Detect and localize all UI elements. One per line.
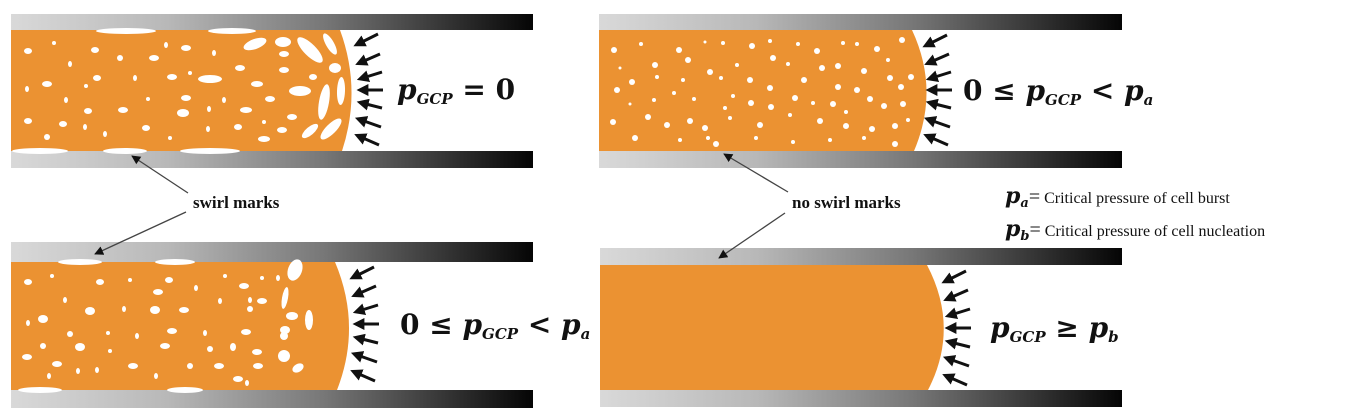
melt-front	[11, 262, 350, 390]
equation-top-right: 0 ≤ pGCP < pa	[963, 77, 1153, 108]
pressure-arrows	[349, 265, 379, 383]
pipe-wall-top	[600, 248, 1122, 265]
eq-rhs: 0	[495, 73, 516, 106]
bubbles	[610, 37, 914, 147]
panel-bottom-left	[11, 242, 533, 408]
eq-lhs: p	[397, 73, 417, 106]
legend-text: Critical pressure of cell burst	[1040, 190, 1230, 207]
eq-rhs: p	[1124, 74, 1144, 107]
eq-lhs-sub: GCP	[482, 325, 519, 343]
legend-text: Critical pressure of cell nucleation	[1040, 223, 1266, 240]
legend-pb: pb= Critical pressure of cell nucleation	[1005, 216, 1265, 244]
melt-front	[599, 30, 927, 151]
swirl-marks	[18, 259, 203, 393]
bubbles	[24, 33, 346, 142]
eq-op: ≥	[1055, 311, 1079, 344]
equation-top-left: pGCP = 0	[397, 76, 515, 107]
eq-prefix: 0 ≤	[400, 308, 463, 341]
equation-bottom-right: pGCP ≥ pb	[990, 314, 1119, 345]
pressure-arrows	[922, 33, 952, 147]
leader-arrows-swirl	[94, 155, 189, 255]
legend-symbol: pb	[1005, 216, 1030, 244]
eq-lhs: p	[990, 311, 1010, 344]
pipe-wall-bottom	[600, 390, 1122, 407]
eq-lhs: p	[1025, 74, 1046, 107]
melt-front	[600, 265, 944, 390]
pipe-wall-bottom	[11, 151, 533, 168]
eq-op: <	[1090, 74, 1115, 107]
pipe-wall-bottom	[599, 151, 1122, 168]
panel-bottom-right	[600, 248, 1122, 407]
legend-eq: =	[1028, 186, 1041, 208]
eq-rhs: p	[1088, 311, 1109, 344]
panel-top-left	[11, 14, 533, 168]
eq-op: =	[462, 73, 486, 106]
pipe-wall-bottom	[11, 390, 533, 408]
eq-lhs-sub: GCP	[416, 90, 453, 108]
leader-arrows-no-swirl	[718, 153, 789, 259]
pipe-wall-top	[11, 14, 533, 30]
eq-lhs: p	[462, 308, 483, 341]
melt-front	[11, 30, 352, 151]
eq-rhs: p	[561, 308, 581, 341]
legend-eq: =	[1029, 219, 1041, 241]
pipe-wall-top	[599, 14, 1122, 30]
pressure-arrows	[941, 269, 971, 387]
bubbles	[22, 259, 313, 386]
panel-top-right	[599, 14, 1122, 168]
eq-prefix: 0 ≤	[963, 74, 1026, 107]
eq-lhs-sub: GCP	[1045, 91, 1082, 109]
pipe-wall-top	[11, 242, 533, 262]
pressure-arrows	[353, 32, 383, 147]
eq-op: <	[527, 308, 552, 341]
legend-symbol: pa	[1005, 183, 1029, 211]
eq-rhs-sub: b	[1108, 328, 1119, 346]
eq-rhs-sub: a	[580, 325, 591, 343]
swirl-marks-label: swirl marks	[193, 193, 280, 212]
swirl-marks	[12, 28, 256, 154]
legend-pa: pa= Critical pressure of cell burst	[1005, 183, 1230, 211]
no-swirl-marks-label: no swirl marks	[792, 193, 901, 212]
eq-rhs-sub: a	[1143, 91, 1154, 109]
eq-lhs-sub: GCP	[1009, 328, 1046, 346]
equation-bottom-left: 0 ≤ pGCP < pa	[400, 311, 590, 342]
